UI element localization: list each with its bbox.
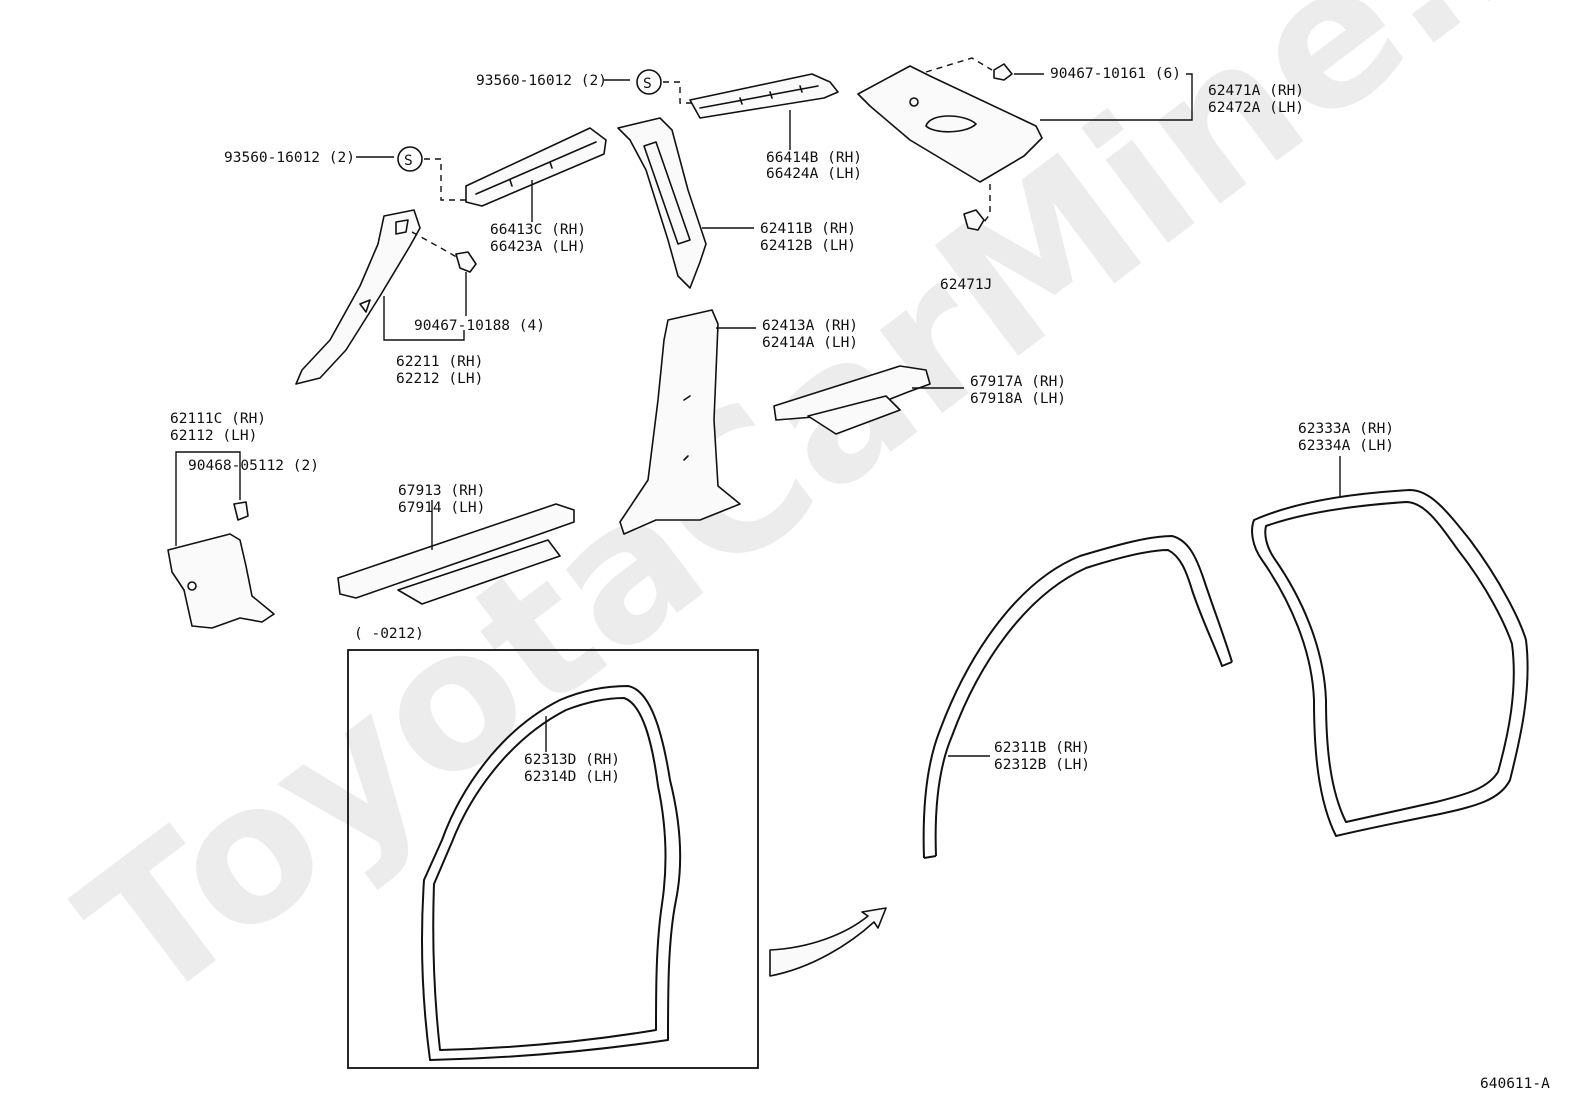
dash-clip-62471j [983, 184, 991, 223]
s-symbol-icon-left [397, 146, 423, 172]
center-pillar-upper-icon [617, 117, 707, 289]
clip-90467-10188-icon [455, 251, 477, 273]
cowl-side-trim-icon [167, 533, 275, 629]
s-label-upper: S [643, 76, 652, 92]
label-pillar-62411-rh: 62411B (RH) [760, 221, 856, 237]
label-quarter-trim-rh: 62471A (RH) [1208, 83, 1304, 99]
label-bolt-93560-left: 93560-16012 (2) [224, 150, 355, 166]
label-a-pillar-rh: 62211 (RH) [396, 354, 483, 370]
label-clip-90467-10161: 90467-10161 (6) [1050, 66, 1181, 82]
label-rear-scuff-rh: 67917A (RH) [970, 374, 1066, 390]
s-symbol-icon-upper [636, 69, 662, 95]
label-opening-trim-lh: 62312B (LH) [994, 757, 1090, 773]
label-cowl-side-rh: 62111C (RH) [170, 411, 266, 427]
roof-rail-66413-icon [465, 127, 607, 207]
label-front-door-seal-rh: 62313D (RH) [524, 752, 620, 768]
label-rear-door-seal-rh: 62333A (RH) [1298, 421, 1394, 437]
label-bolt-93560-upper: 93560-16012 (2) [476, 73, 607, 89]
leader-quarter-trim [1040, 73, 1193, 121]
leader-front-pillar [383, 296, 465, 341]
direction-arrow-icon [769, 907, 887, 977]
label-quarter-trim-lh: 62472A (LH) [1208, 100, 1304, 116]
front-scuff-plate-icon [337, 503, 575, 605]
dash-left-rail [424, 158, 470, 201]
label-rail-66423-lh: 66423A (LH) [490, 239, 586, 255]
quarter-trim-62471-icon [857, 65, 1043, 183]
center-pillar-lower-icon [619, 309, 741, 535]
rear-door-weatherstrip-icon [1251, 489, 1529, 837]
dash-clip-upper [925, 57, 993, 73]
dash-clip-90467-10188 [411, 231, 459, 259]
label-b-pillar-rh: 62413A (RH) [762, 318, 858, 334]
label-clip-62471j: 62471J [940, 277, 992, 293]
clip-62471j-icon [963, 209, 985, 231]
label-a-pillar-lh: 62212 (LH) [396, 371, 483, 387]
front-pillar-garnish-icon [295, 209, 421, 385]
clip-90468-icon [233, 501, 249, 521]
label-rail-66413-rh: 66413C (RH) [490, 222, 586, 238]
label-b-pillar-lh: 62414A (LH) [762, 335, 858, 351]
label-front-scuff-rh: 67913 (RH) [398, 483, 485, 499]
label-rail-66424-lh: 66424A (LH) [766, 166, 862, 182]
leader-cowl-side [175, 451, 241, 546]
label-rear-door-seal-lh: 62334A (LH) [1298, 438, 1394, 454]
clip-90467-10161-icon [993, 63, 1013, 81]
inset-range-label: ( -0212) [354, 626, 424, 642]
label-cowl-side-lh: 62112 (LH) [170, 428, 257, 444]
dash-upper-rail [663, 81, 700, 104]
inset-box [347, 649, 759, 1069]
front-door-weatherstrip-icon [421, 685, 682, 1061]
label-opening-trim-rh: 62311B (RH) [994, 740, 1090, 756]
label-pillar-62412-lh: 62412B (LH) [760, 238, 856, 254]
label-front-door-seal-lh: 62314D (LH) [524, 769, 620, 785]
label-clip-90468: 90468-05112 (2) [188, 458, 319, 474]
figure-code: 640611-A [1480, 1076, 1550, 1092]
roof-rail-66414-icon [689, 73, 839, 119]
label-rail-66414-rh: 66414B (RH) [766, 150, 862, 166]
label-clip-90467-10188: 90467-10188 (4) [414, 318, 545, 334]
label-front-scuff-lh: 67914 (LH) [398, 500, 485, 516]
label-rear-scuff-lh: 67918A (LH) [970, 391, 1066, 407]
s-label-left: S [404, 153, 413, 169]
opening-trim-weatherstrip-icon [922, 535, 1233, 859]
